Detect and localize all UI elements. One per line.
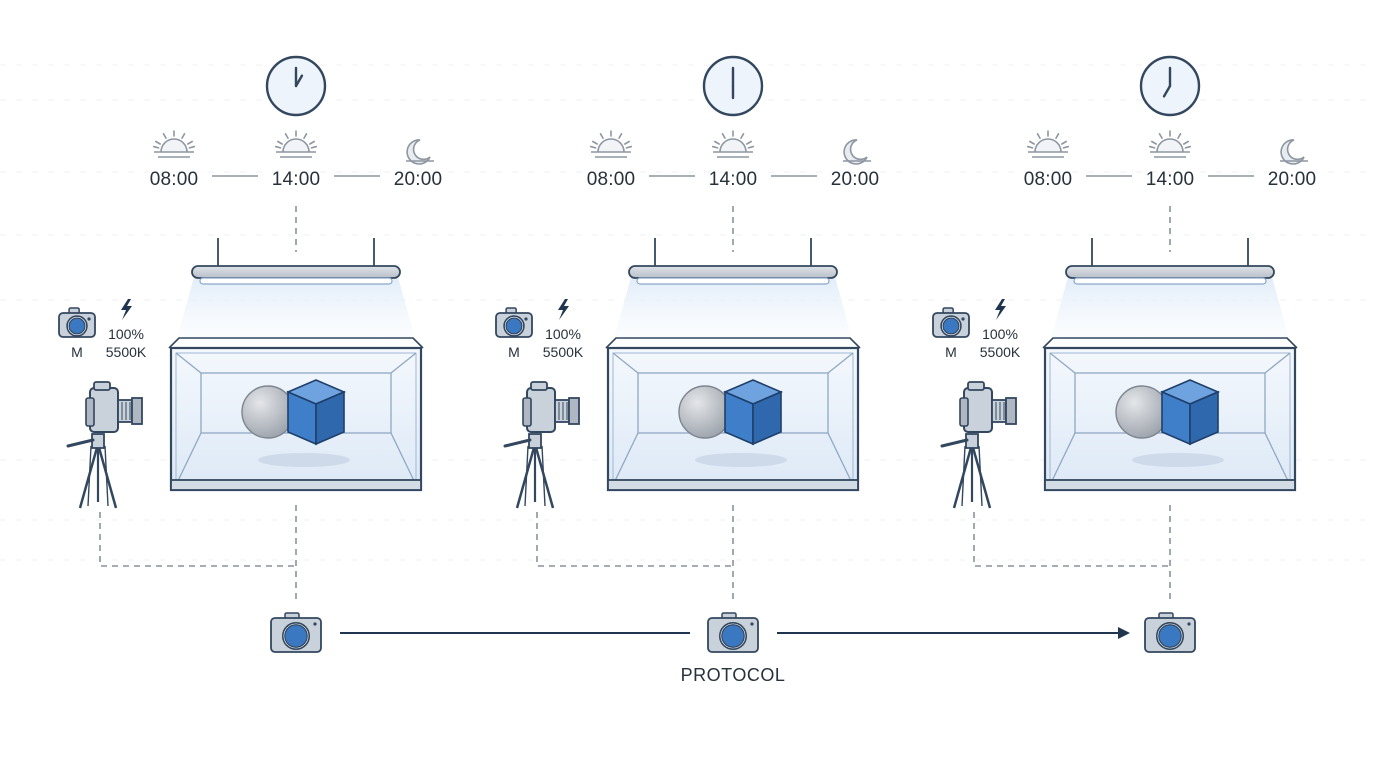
schedule-time-label: 20:00 — [393, 169, 443, 190]
camera-settings-icon — [932, 307, 970, 338]
overhead-light — [172, 238, 420, 356]
flash-power-label: 100% — [982, 326, 1018, 342]
clock-hour-hand — [1162, 84, 1172, 98]
protocol-camera-icon — [1144, 612, 1196, 653]
sunrise-icon — [152, 130, 196, 158]
camera-link-dashed — [536, 512, 733, 567]
light-beam — [1046, 270, 1294, 356]
schedule-time-label: 08:00 — [149, 169, 199, 190]
color-temperature-label: 5500K — [542, 344, 584, 360]
light-bar — [191, 265, 401, 279]
color-temperature-label: 5500K — [105, 344, 147, 360]
lightning-bolt-icon — [995, 299, 1006, 320]
sun-icon — [274, 130, 318, 158]
camera-mode-label: M — [945, 344, 957, 360]
tripod-handle — [66, 438, 95, 448]
gray-sphere — [241, 385, 295, 439]
camera-settings-icon — [58, 307, 96, 338]
protocol-camera-icon — [270, 612, 322, 653]
light-beam — [609, 270, 857, 356]
flash-power-label: 100% — [545, 326, 581, 342]
lightning-bolt-icon — [121, 299, 132, 320]
flash-power-label: 100% — [108, 326, 144, 342]
light-bar — [1065, 265, 1275, 279]
schedule-time-label: 14:00 — [708, 169, 758, 190]
camera-on-tripod-icon — [503, 381, 580, 509]
moon-icon — [1280, 139, 1308, 165]
lightning-bolt-icon — [558, 299, 569, 320]
color-temperature-label: 5500K — [979, 344, 1021, 360]
tank-base — [170, 479, 422, 491]
camera-on-tripod-icon — [66, 381, 143, 509]
schedule-time-label: 14:00 — [271, 169, 321, 190]
glass-tank — [605, 337, 861, 492]
overhead-light — [609, 238, 857, 356]
sun-icon — [711, 130, 755, 158]
tripod-handle — [503, 438, 532, 448]
object-shadow — [695, 453, 787, 467]
protocol-station-2 — [495, 55, 871, 600]
sunrise-icon — [589, 130, 633, 158]
protocol-label: PROTOCOL — [680, 665, 786, 685]
tripod-handle — [940, 438, 969, 448]
gray-sphere — [678, 385, 732, 439]
tank-base — [607, 479, 859, 491]
sun-icon — [1148, 130, 1192, 158]
tank-rim — [1042, 337, 1298, 349]
cube-right — [1189, 390, 1219, 446]
cube-right — [315, 390, 345, 446]
light-bar — [628, 265, 838, 279]
schedule-time-label: 20:00 — [830, 169, 880, 190]
glass-tank — [168, 337, 424, 492]
gray-sphere — [1115, 385, 1169, 439]
camera-settings-icon — [495, 307, 533, 338]
clock-icon — [1139, 55, 1201, 117]
object-shadow — [1132, 453, 1224, 467]
schedule-time-label: 14:00 — [1145, 169, 1195, 190]
glass-tank — [1042, 337, 1298, 492]
light-diffuser — [1073, 277, 1267, 285]
schedule-time-label: 20:00 — [1267, 169, 1317, 190]
moon-icon — [406, 139, 434, 165]
tank-rim — [168, 337, 424, 349]
schedule-time-label: 08:00 — [1023, 169, 1073, 190]
light-beam — [172, 270, 420, 356]
camera-on-tripod-icon — [940, 381, 1017, 509]
light-diffuser — [636, 277, 830, 285]
clock-icon — [265, 55, 327, 117]
clock-icon — [702, 55, 764, 117]
schedule-time-label: 08:00 — [586, 169, 636, 190]
camera-mode-label: M — [508, 344, 520, 360]
cube-right — [752, 390, 782, 446]
sunrise-icon — [1026, 130, 1070, 158]
object-shadow — [258, 453, 350, 467]
camera-mode-label: M — [71, 344, 83, 360]
tank-base — [1044, 479, 1296, 491]
tank-rim — [605, 337, 861, 349]
protocol-station-3 — [932, 55, 1308, 600]
overhead-light — [1046, 238, 1294, 356]
moon-icon — [843, 139, 871, 165]
protocol-camera-icon — [707, 612, 759, 653]
protocol-station-1 — [58, 55, 434, 600]
light-diffuser — [199, 277, 393, 285]
